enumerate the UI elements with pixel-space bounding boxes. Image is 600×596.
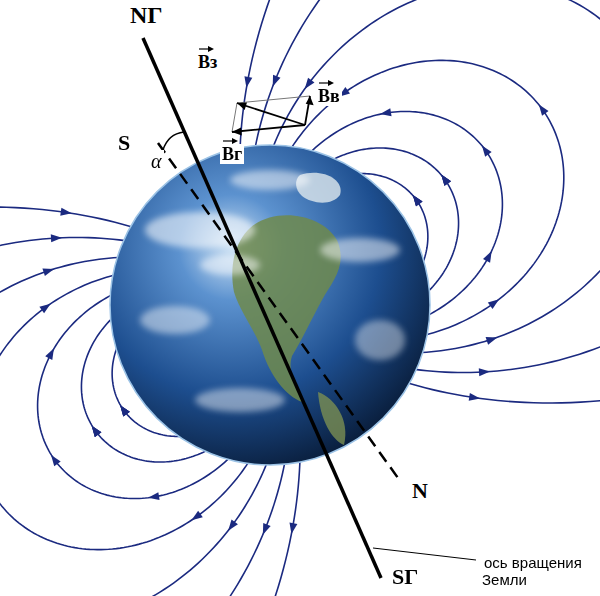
- field-arrow: [413, 195, 423, 206]
- field-arrow: [413, 195, 423, 206]
- field-arrow: [148, 492, 160, 500]
- field-arrow: [92, 426, 102, 437]
- field-arrow: [120, 405, 130, 416]
- pole-label: N: [410, 478, 430, 503]
- angle-arc: [163, 132, 184, 150]
- field-arrow: [92, 426, 102, 437]
- earth-surface: [140, 170, 405, 445]
- field-arrow: [39, 304, 50, 314]
- field-arrow: [479, 368, 490, 376]
- axis-caption: ось вращения Земли: [482, 554, 582, 588]
- field-arrow: [539, 104, 549, 115]
- vector-arrow: [232, 125, 305, 132]
- field-arrow: [244, 76, 252, 88]
- field-arrow: [273, 75, 281, 87]
- vector-diagram: [232, 96, 314, 136]
- arrow-head: [306, 96, 314, 105]
- field-arrow: [469, 393, 480, 401]
- land-mass: [232, 215, 340, 402]
- angle-label: α: [149, 150, 164, 172]
- field-arrow: [263, 523, 271, 535]
- vector-label: Bз: [196, 52, 219, 72]
- clouds: [140, 170, 405, 412]
- vector-arrow: [237, 103, 305, 125]
- label-box: ось вращения Земли: [482, 554, 594, 589]
- field-arrow: [483, 251, 492, 263]
- magnetic-axis: [158, 143, 398, 478]
- field-arrow: [486, 337, 498, 345]
- field-arrow: [441, 175, 451, 186]
- parallelogram-side: [237, 96, 310, 103]
- field-arrow: [51, 234, 62, 242]
- field-arrow: [120, 405, 130, 416]
- field-arrow: [413, 195, 423, 206]
- label-box: Bв: [316, 78, 342, 107]
- pole-label: NГ: [128, 2, 165, 28]
- vector-label: Bг: [220, 144, 244, 164]
- field-arrow: [191, 511, 202, 521]
- pole-label: S: [116, 130, 132, 155]
- label-box: N: [410, 478, 430, 503]
- field-arrow: [441, 175, 451, 186]
- field-arrow: [289, 522, 297, 534]
- label-box: SГ: [390, 564, 420, 589]
- pole-label: SГ: [390, 564, 420, 589]
- field-arrow: [42, 268, 54, 276]
- rotation-axis: [143, 38, 381, 578]
- field-arrow: [488, 299, 499, 309]
- field-arrow: [45, 348, 54, 360]
- field-arrow: [228, 520, 238, 531]
- parallelogram-side: [232, 103, 237, 132]
- field-arrow: [120, 405, 130, 416]
- label-box: S: [116, 130, 132, 155]
- arrow-head: [232, 128, 242, 136]
- label-box: α: [149, 150, 164, 173]
- field-arrow: [482, 145, 492, 156]
- field-arrow: [51, 455, 61, 466]
- arrow-head: [237, 103, 247, 111]
- label-box: Bз: [196, 44, 219, 73]
- label-box: NГ: [128, 2, 165, 30]
- field-arrow: [60, 208, 71, 216]
- earth-globe: [110, 145, 430, 465]
- leader-line: [373, 548, 476, 560]
- vector-label: Bв: [316, 86, 342, 106]
- field-arrow: [305, 78, 315, 89]
- field-arrow: [441, 175, 451, 186]
- earth-disc: [110, 145, 430, 465]
- field-arrow: [92, 426, 102, 437]
- label-box: Bг: [220, 136, 244, 165]
- field-arrow: [380, 108, 392, 116]
